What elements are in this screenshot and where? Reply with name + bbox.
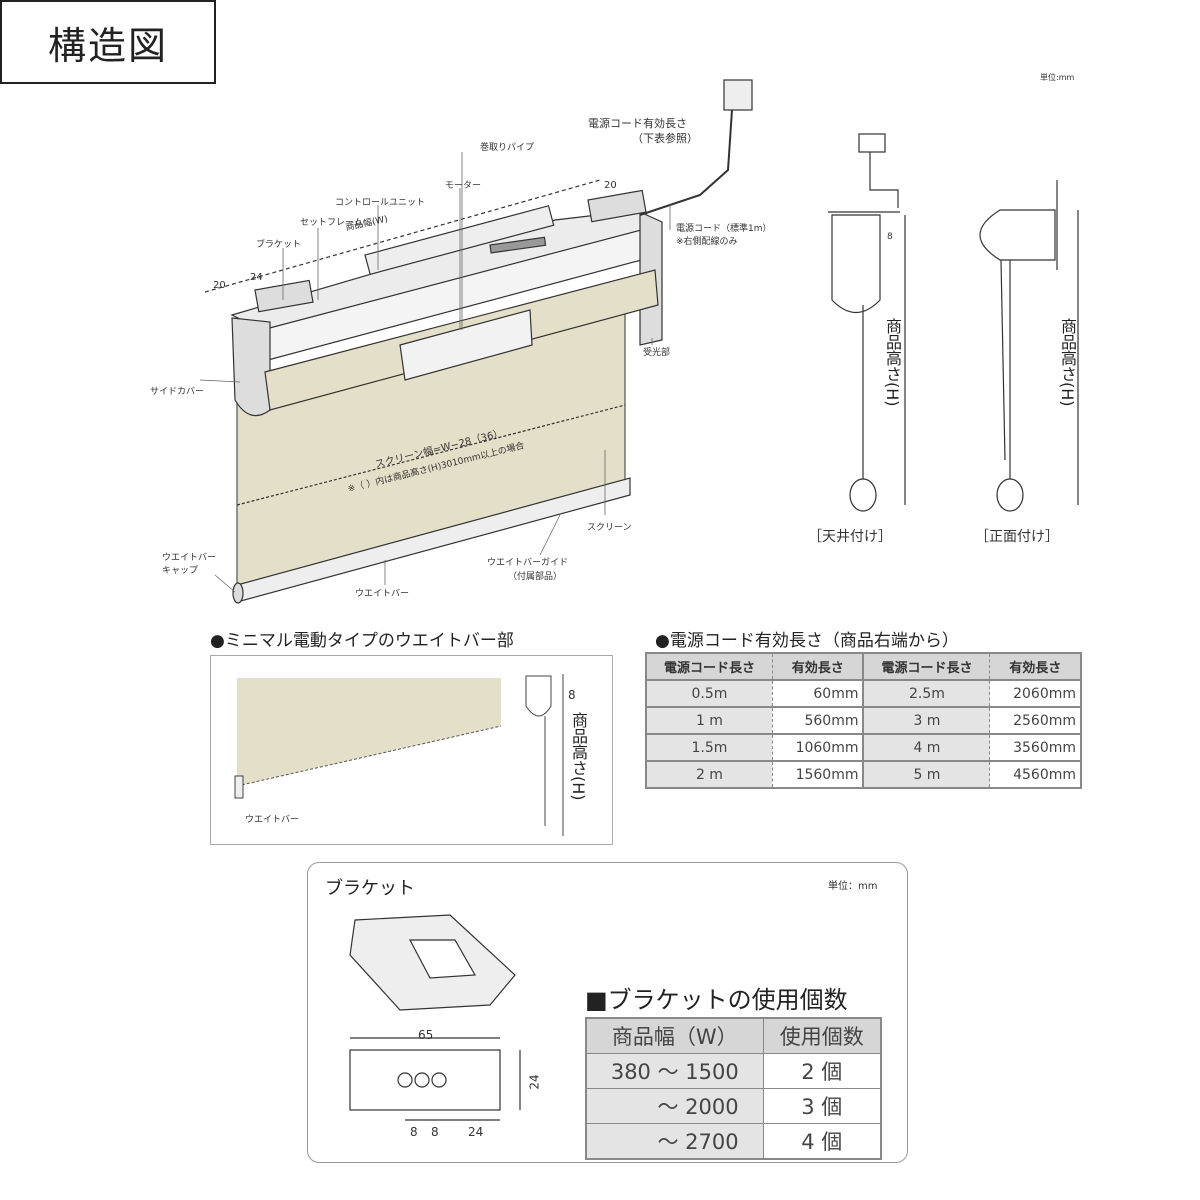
cell: 380 〜 1500: [585, 1053, 764, 1089]
ceiling-mount-caption: ［天井付け］: [808, 529, 892, 545]
ceiling-plug-icon: [858, 133, 886, 153]
label-motor: モーター: [445, 181, 482, 191]
dim-c: 24: [468, 1125, 484, 1139]
label-weight-guide: ウエイトバーガイド: [487, 558, 569, 568]
label-bracket: ブラケット: [256, 240, 302, 250]
label-set-frame: セットフレーム: [300, 218, 363, 228]
cell: 2 個: [762, 1053, 882, 1089]
cell: 4 個: [762, 1123, 882, 1160]
page-title: 構造図: [0, 0, 216, 84]
cell: 3 個: [762, 1088, 882, 1124]
roller-blind-diagram: [199, 79, 753, 604]
cell: 1060mm: [772, 734, 865, 762]
label-receiver: 受光部: [643, 348, 671, 358]
cell: 3560mm: [989, 734, 1081, 762]
ceiling-dim-8: 8: [887, 232, 893, 242]
motor: [399, 309, 533, 381]
label-weight-guide-note: （付属部品）: [508, 572, 563, 582]
cell: 0.5m: [646, 680, 773, 708]
header-count: 使用個数: [762, 1017, 882, 1054]
side-cover: [231, 317, 271, 417]
header-cord-length: 電源コード長さ: [646, 653, 773, 681]
dim-20-right: 20: [604, 180, 617, 191]
table-header-row: 電源コード長さ 有効長さ 電源コード長さ 有効長さ: [646, 653, 1081, 681]
bracket-count-heading: ■ブラケットの使用個数: [585, 986, 848, 1014]
table-header-row: 商品幅（W）使用個数: [585, 1017, 882, 1054]
header-effective-length: 有効長さ: [989, 653, 1081, 681]
ceiling-pull-weight: [849, 478, 877, 512]
cord-table-heading: ●電源コード有効長さ（商品右端から）: [655, 631, 959, 651]
ceiling-mount-body: [831, 214, 881, 314]
dim-length: 65: [418, 1028, 434, 1042]
bracket-right: [587, 189, 647, 223]
weight-section-box: [210, 655, 613, 845]
label-cord: 電源コード（標準1m）: [676, 224, 772, 234]
bracket-title: ブラケット: [325, 878, 415, 899]
label-side-cover: サイドカバー: [150, 387, 205, 397]
cell: 〜 2000: [585, 1088, 764, 1124]
cell: 60mm: [772, 680, 865, 708]
cell: 1560mm: [772, 761, 865, 789]
receiver-grille: [489, 236, 547, 254]
front-mount-body: [979, 209, 1056, 261]
cell: 3 m: [863, 707, 991, 735]
ceiling-height-label: 商品高さ(H): [883, 318, 902, 407]
bracket-section: [307, 862, 908, 1163]
plug: [723, 79, 753, 111]
dim-b: 8: [431, 1125, 439, 1139]
cell: 2060mm: [989, 680, 1081, 708]
front-pull-weight: [996, 478, 1024, 512]
cell: 4560mm: [989, 761, 1081, 789]
label-cord-effective-note: （下表参照）: [632, 132, 698, 145]
cell: 1.5m: [646, 734, 773, 762]
label-control-unit: コントロールユニット: [335, 198, 426, 208]
cell: 2.5m: [863, 680, 991, 708]
bracket-unit-label: 単位：mm: [828, 881, 878, 892]
weight-height-label: 商品高さ(H): [569, 712, 588, 801]
dim-24: 24: [250, 272, 263, 283]
cell: 〜 2700: [585, 1123, 764, 1160]
dim-a: 8: [410, 1125, 418, 1139]
header-effective-length: 有効長さ: [772, 653, 865, 681]
bracket-left: [254, 279, 314, 313]
label-screen: スクリーン: [587, 523, 632, 533]
dim-20-left: 20: [213, 280, 226, 291]
cell: 5 m: [863, 761, 991, 789]
weight-dim-8: 8: [568, 688, 576, 702]
label-weight-bar: ウエイトバー: [355, 589, 410, 599]
cell: 1 m: [646, 707, 773, 735]
label-weight-cap-2: キャップ: [162, 566, 199, 576]
weight-bar-detail-diagram: [234, 674, 564, 836]
cell: 4 m: [863, 734, 991, 762]
cell: 2 m: [646, 761, 773, 789]
weight-bar-cap: [232, 582, 244, 604]
unit-label: 単位:mm: [1040, 73, 1075, 82]
header-width: 商品幅（W）: [585, 1017, 764, 1054]
label-weight-cap-1: ウエイトバー: [162, 553, 217, 563]
front-height-label: 商品高さ(H): [1058, 318, 1077, 407]
label-pipe: 巻取りパイプ: [480, 143, 535, 153]
label-cord-effective: 電源コード有効長さ: [588, 117, 687, 130]
cell: 2560mm: [989, 707, 1081, 735]
side-views-diagram: [828, 133, 1079, 512]
label-cord-note: ※右側配線のみ: [676, 237, 738, 247]
front-mount-caption: ［正面付け］: [975, 529, 1059, 545]
weight-section-heading: ●ミニマル電動タイプのウエイトバー部: [210, 631, 514, 651]
dim-height: 24: [527, 1074, 542, 1090]
bracket-diagram: [349, 914, 521, 1121]
weight-bar-detail-label: ウエイトバー: [245, 815, 300, 825]
header-cord-length: 電源コード長さ: [863, 653, 991, 681]
cell: 560mm: [772, 707, 865, 735]
